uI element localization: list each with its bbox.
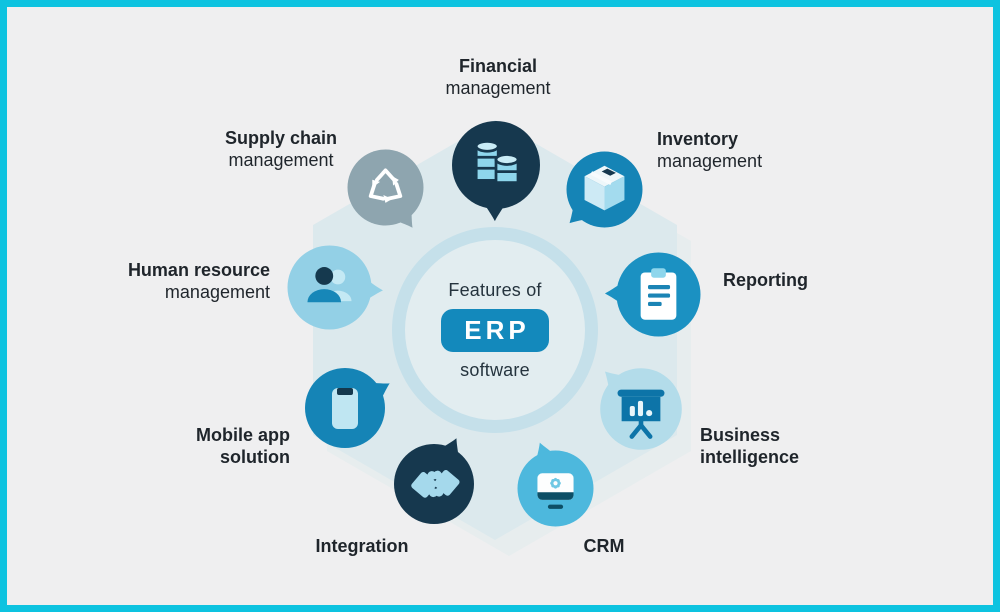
label-line: management — [164, 282, 270, 302]
label-line: management — [445, 78, 551, 98]
monitor-gear-icon — [537, 473, 574, 509]
label-financial-management: Financial management — [348, 55, 648, 99]
bubble-mobile-app-solution — [295, 358, 395, 458]
bubble-integration — [384, 434, 484, 534]
label-inventory-management: Inventory management — [657, 128, 877, 172]
label-line: Integration — [315, 536, 409, 556]
label-line: Business — [700, 425, 781, 445]
label-human-resource-management: Human resource management — [70, 259, 270, 303]
center-line-bottom: software — [460, 359, 530, 380]
label-line: intelligence — [700, 447, 800, 467]
bubble-inventory-management — [557, 142, 652, 237]
label-reporting: Reporting — [723, 269, 903, 291]
erp-badge: ERP — [441, 308, 549, 352]
puzzle-icon — [411, 470, 460, 498]
bubble-crm — [508, 441, 603, 536]
center-ring: Features of ERP software — [392, 227, 598, 433]
clipboard-icon — [640, 268, 677, 320]
package-icon — [584, 165, 625, 211]
label-line: Reporting — [723, 270, 808, 290]
coins-icon — [474, 139, 520, 184]
label-line: Supply chain — [224, 128, 338, 148]
bubble-financial-management — [441, 110, 551, 222]
bubble-reporting — [604, 242, 711, 347]
label-line: Financial — [458, 56, 538, 76]
bubble-human-resource-management — [277, 235, 383, 340]
recycle-icon — [368, 168, 403, 203]
label-integration: Integration — [262, 535, 462, 557]
bubble-supply-chain-management — [338, 140, 433, 235]
smartphone-icon — [332, 388, 358, 429]
people-icon — [307, 267, 352, 303]
label-line: Human resource — [127, 260, 270, 280]
label-line: solution — [220, 447, 290, 467]
center-line-top: Features of — [448, 279, 542, 300]
label-crm: CRM — [504, 535, 704, 557]
label-mobile-app-solution: Mobile app solution — [90, 424, 290, 468]
label-line: management — [657, 151, 763, 171]
label-line: CRM — [583, 536, 625, 556]
label-line: Mobile app — [196, 425, 290, 445]
label-line: management — [228, 150, 334, 170]
bubble-business-intelligence — [590, 358, 692, 460]
label-business-intelligence: Business intelligence — [700, 424, 920, 468]
label-line: Inventory — [657, 129, 739, 149]
label-supply-chain-management: Supply chain management — [181, 127, 381, 171]
presentation-chart-icon — [617, 389, 665, 439]
